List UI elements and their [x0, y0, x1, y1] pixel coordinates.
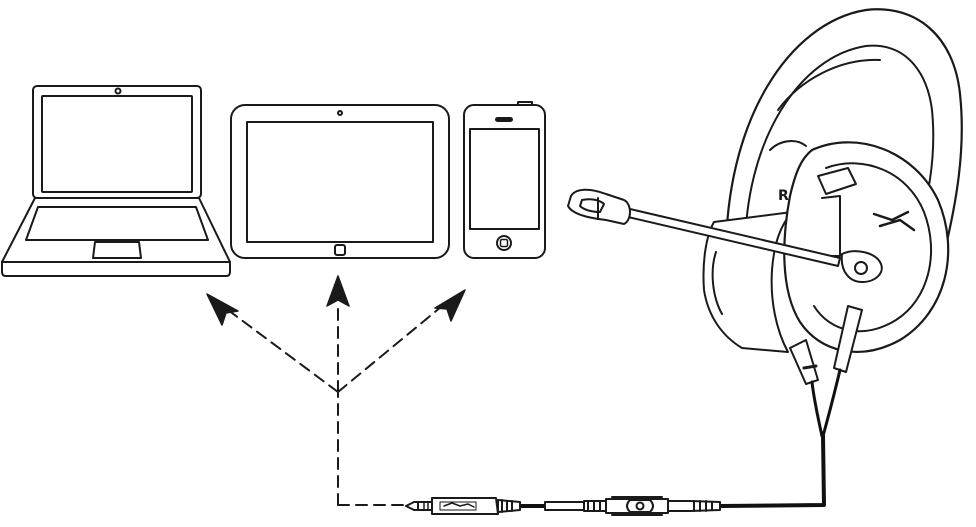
laptop-icon: [1, 85, 231, 277]
smartphone-icon: [463, 101, 546, 259]
headset-icon: R: [567, 8, 963, 385]
hyperx-logo-icon: [872, 210, 916, 232]
headset-cable: [518, 368, 842, 508]
inline-control-icon: [544, 496, 721, 516]
connection-arrows: [206, 275, 466, 506]
audio-jack-icon: [405, 497, 521, 515]
jack-logo-icon: [443, 502, 475, 508]
ear-marker: R: [778, 188, 789, 204]
tablet-icon: [230, 104, 450, 259]
